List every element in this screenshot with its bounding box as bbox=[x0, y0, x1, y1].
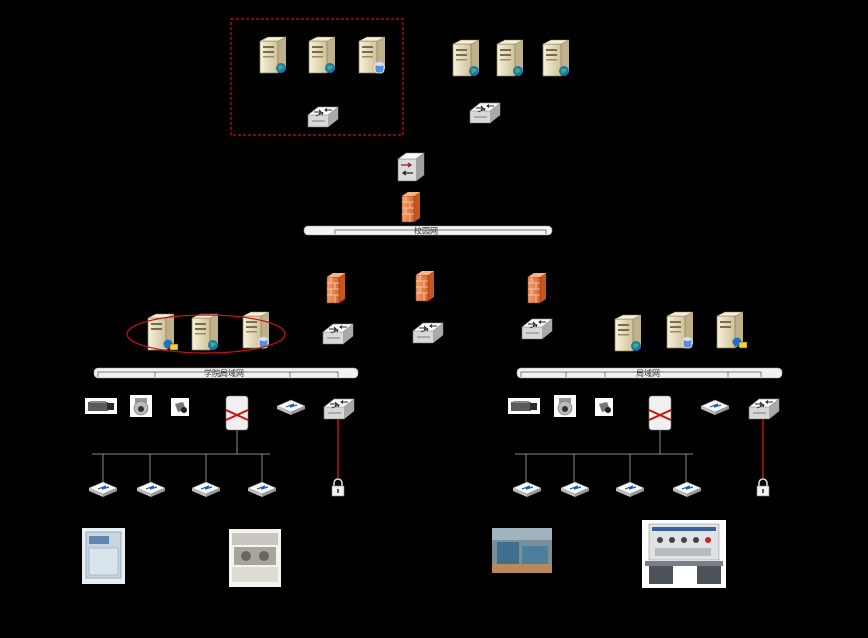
campus-network-bus: 校园网 bbox=[303, 226, 553, 236]
firewall-icon bbox=[527, 272, 547, 304]
camera-icon bbox=[85, 398, 117, 414]
switch-icon bbox=[322, 323, 354, 345]
wireless-access-point-icon bbox=[136, 481, 166, 498]
local-lan-bus: 局域网 bbox=[516, 367, 783, 379]
training-bench-photo bbox=[642, 520, 726, 588]
access-link-lines bbox=[515, 430, 693, 483]
switch-icon bbox=[521, 318, 553, 340]
switch-icon bbox=[748, 398, 780, 420]
wireless-access-point-icon bbox=[191, 481, 221, 498]
wireless-access-point-icon bbox=[560, 481, 590, 498]
switch-icon bbox=[412, 322, 444, 344]
server-icon bbox=[496, 39, 524, 77]
lab-cabinet-photo bbox=[82, 528, 125, 584]
access-controller-icon bbox=[225, 395, 249, 431]
wireless-access-point-icon bbox=[276, 399, 306, 416]
wireless-access-point-icon bbox=[672, 481, 702, 498]
server-icon bbox=[308, 36, 336, 74]
wireless-access-point-icon bbox=[512, 481, 542, 498]
server-group-highlight-ellipse bbox=[126, 314, 286, 354]
wireless-access-point-icon bbox=[88, 481, 118, 498]
server-icon bbox=[452, 39, 480, 77]
switch-icon bbox=[469, 102, 501, 124]
server-icon bbox=[147, 313, 179, 351]
lock-icon bbox=[756, 478, 770, 497]
bullet-camera-icon bbox=[595, 398, 613, 416]
bullet-camera-icon bbox=[171, 398, 189, 416]
switch-icon bbox=[307, 106, 339, 128]
access-controller-icon bbox=[648, 395, 672, 431]
factory-line-photo bbox=[492, 528, 552, 573]
server-icon bbox=[259, 36, 287, 74]
router-icon bbox=[397, 152, 425, 182]
college-lan-bus: 学院局域网 bbox=[93, 367, 359, 379]
college-lan-label: 学院局域网 bbox=[204, 368, 244, 378]
server-cluster-highlight-box bbox=[230, 18, 404, 136]
wireless-access-point-icon bbox=[615, 481, 645, 498]
local-lan-label: 局域网 bbox=[636, 368, 660, 378]
firewall-icon bbox=[326, 272, 346, 304]
server-icon bbox=[542, 39, 570, 77]
dome-camera-icon bbox=[553, 394, 577, 418]
wireless-access-point-icon bbox=[700, 399, 730, 416]
access-link-lines bbox=[92, 430, 270, 483]
camera-icon bbox=[508, 398, 540, 414]
dome-camera-icon bbox=[129, 394, 153, 418]
server-icon bbox=[716, 311, 748, 349]
firewall-icon bbox=[415, 270, 435, 302]
firewall-icon bbox=[401, 191, 421, 223]
lock-icon bbox=[331, 478, 345, 497]
database-server-icon bbox=[666, 311, 694, 349]
database-server-icon bbox=[358, 36, 386, 74]
server-icon bbox=[614, 314, 642, 352]
wireless-access-point-icon bbox=[247, 481, 277, 498]
switch-icon bbox=[323, 398, 355, 420]
server-icon bbox=[191, 313, 219, 351]
campus-network-label: 校园网 bbox=[414, 226, 438, 236]
fume-hood-photo bbox=[229, 529, 281, 587]
